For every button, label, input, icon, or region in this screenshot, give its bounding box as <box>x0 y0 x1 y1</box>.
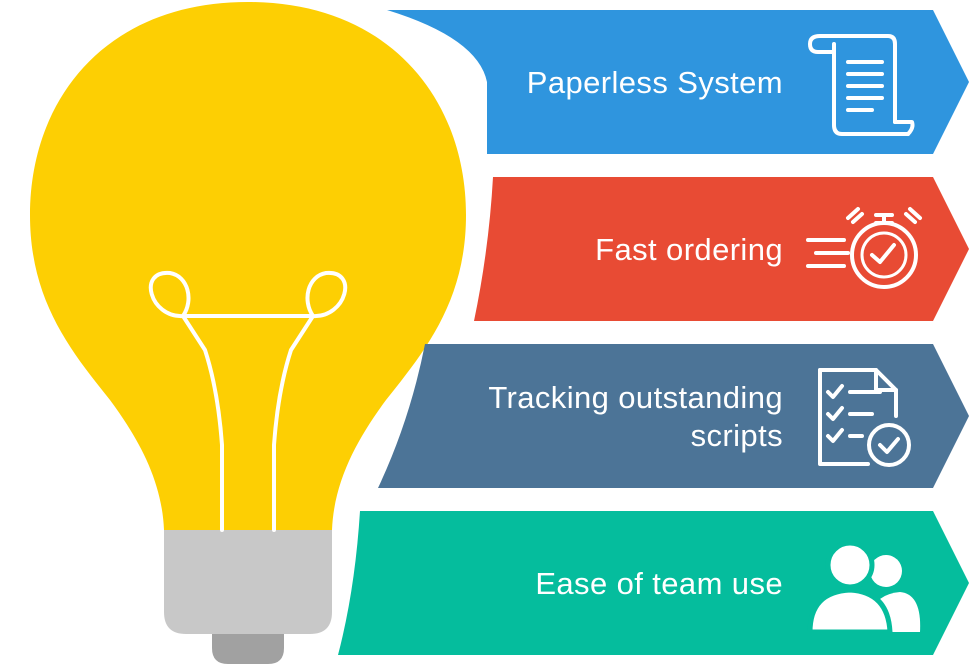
banner-label-ease-of-team-use: Ease of team use <box>535 566 783 601</box>
bulb-glass <box>30 2 466 530</box>
banner-ease-of-team-use: Ease of team use <box>338 511 969 655</box>
banner-label-tracking-line-2: scripts <box>691 418 783 453</box>
bulb-tip <box>212 634 284 664</box>
bulb-filament <box>148 270 348 532</box>
banner-shape-3 <box>378 344 969 488</box>
bulb-screw-base <box>164 530 332 634</box>
banner-shape-1 <box>387 10 969 154</box>
paper-scroll-icon <box>808 34 915 136</box>
light-bulb <box>30 2 466 664</box>
banner-label-paperless-system: Paperless System <box>527 65 783 100</box>
banner-label-fast-ordering: Fast ordering <box>595 232 783 267</box>
banner-fast-ordering: Fast ordering <box>474 177 969 321</box>
stopwatch-icon <box>806 207 922 289</box>
banner-paperless-system: Paperless System <box>387 10 969 154</box>
banner-label-tracking-line-1: Tracking outstanding <box>488 380 783 415</box>
checklist-document-icon <box>818 368 911 467</box>
banner-tracking-outstanding-scripts: Tracking outstanding scripts <box>378 344 969 488</box>
banner-shape-2 <box>474 177 969 321</box>
team-users-icon <box>807 540 921 635</box>
